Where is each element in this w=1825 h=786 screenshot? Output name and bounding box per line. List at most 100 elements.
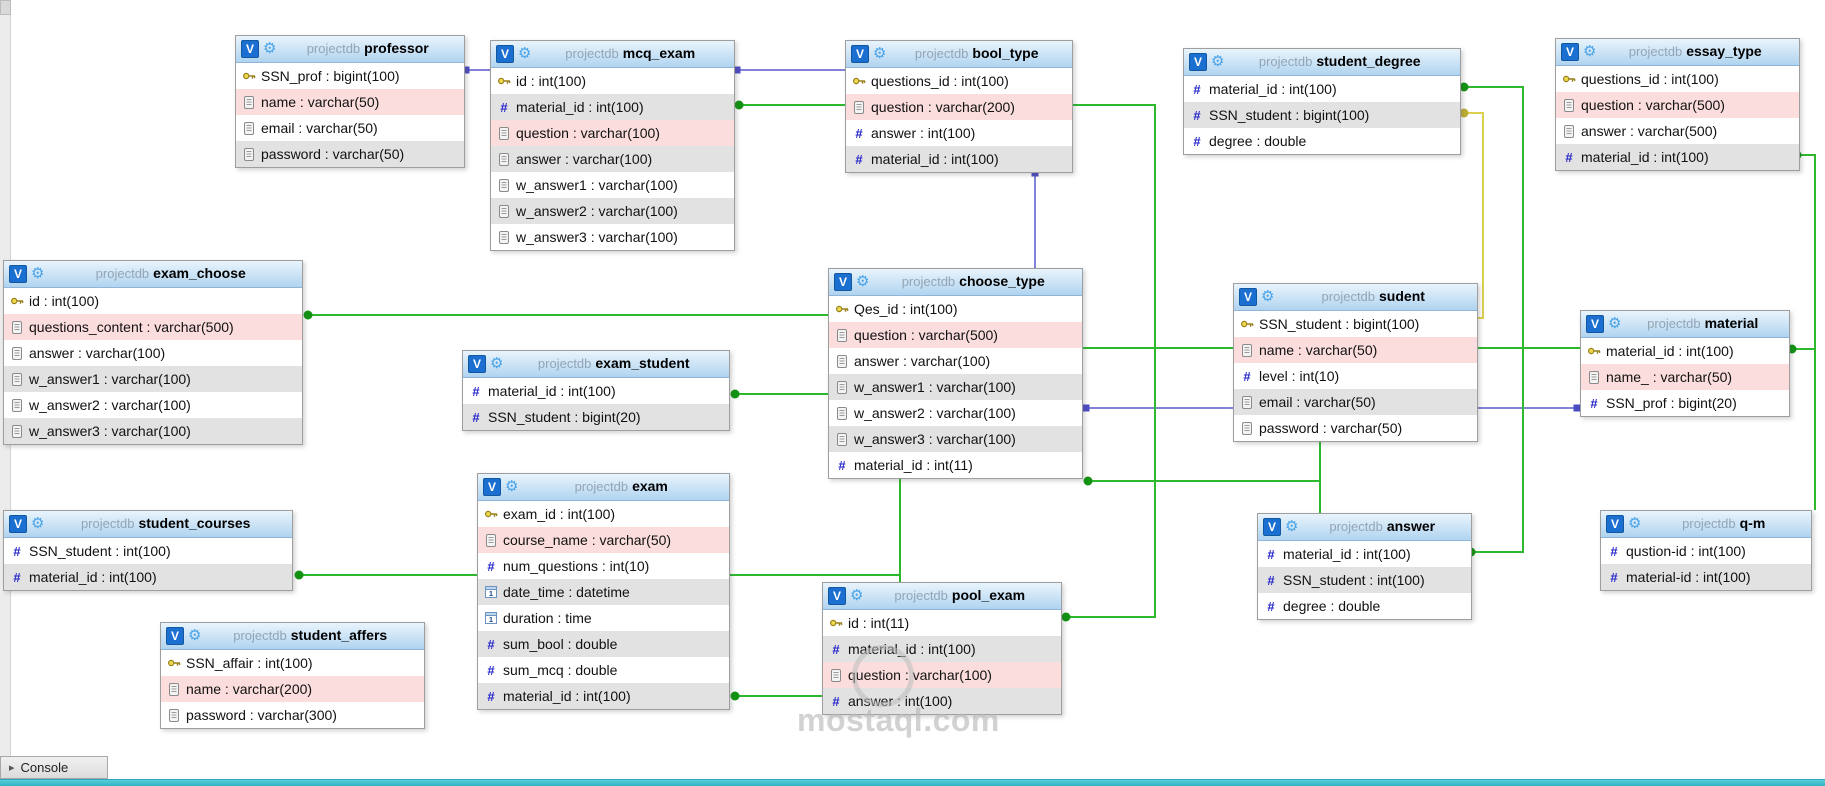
field-row: #material_id : int(100) [1184, 76, 1460, 102]
console-toggle[interactable]: ▸ Console [0, 756, 108, 779]
schema-name: projectdb [80, 516, 135, 531]
table-view-badge-icon: V [828, 587, 846, 605]
gear-icon[interactable]: ⚙ [1285, 518, 1299, 535]
relation-endpoint-dot [294, 570, 304, 580]
gear-icon[interactable]: ⚙ [31, 265, 45, 282]
text-field-icon [1238, 421, 1256, 435]
field-row: answer : varchar(100) [491, 146, 734, 172]
field-row: w_answer3 : varchar(100) [4, 418, 302, 444]
field-definition: name : varchar(50) [1259, 342, 1378, 358]
schema-name: projectdb [537, 356, 592, 371]
field-row: #SSN_student : bigint(100) [1184, 102, 1460, 128]
field-definition: name : varchar(50) [261, 94, 380, 110]
text-field-icon [495, 178, 513, 192]
table-view-badge-icon: V [1606, 515, 1624, 533]
primary-key-icon [833, 302, 851, 316]
field-row: #SSN_student : bigint(20) [463, 404, 729, 430]
field-definition: SSN_student : bigint(100) [1209, 107, 1370, 123]
field-definition: question : varchar(100) [848, 667, 992, 683]
primary-key-icon [1585, 344, 1603, 358]
relation-endpoint-dot [1573, 404, 1581, 412]
table-view-badge-icon: V [1561, 43, 1579, 61]
field-row: w_answer1 : varchar(100) [491, 172, 734, 198]
gear-icon[interactable]: ⚙ [490, 355, 504, 372]
gear-icon[interactable]: ⚙ [1211, 53, 1225, 70]
gear-icon[interactable]: ⚙ [1628, 515, 1642, 532]
gear-icon[interactable]: ⚙ [856, 273, 870, 290]
numeric-field-icon: # [472, 383, 480, 399]
relation-endpoint-dot [1082, 404, 1090, 412]
gear-icon[interactable]: ⚙ [31, 515, 45, 532]
field-definition: exam_id : int(100) [503, 506, 616, 522]
gear-icon[interactable]: ⚙ [873, 45, 887, 62]
table-name: professor [364, 40, 429, 56]
field-row: questions_content : varchar(500) [4, 314, 302, 340]
field-row: course_name : varchar(50) [478, 527, 729, 553]
field-row: w_answer3 : varchar(100) [491, 224, 734, 250]
gear-icon[interactable]: ⚙ [263, 40, 277, 57]
gear-icon[interactable]: ⚙ [1608, 315, 1622, 332]
numeric-field-icon: # [472, 409, 480, 425]
text-field-icon [850, 100, 868, 114]
field-definition: duration : time [503, 610, 592, 626]
table-view-badge-icon: V [1263, 518, 1281, 536]
gear-icon[interactable]: ⚙ [850, 587, 864, 604]
field-definition: material_id : int(100) [1606, 343, 1734, 359]
text-field-icon [8, 398, 26, 412]
schema-name: projectdb [565, 46, 619, 61]
relation-line [1461, 112, 1484, 319]
table-name: exam_student [595, 355, 690, 371]
gear-icon[interactable]: ⚙ [1261, 288, 1275, 305]
gear-icon[interactable]: ⚙ [188, 627, 202, 644]
field-row: w_answer3 : varchar(100) [829, 426, 1082, 452]
text-field-icon [240, 147, 258, 161]
gear-icon[interactable]: ⚙ [505, 478, 519, 495]
gear-icon[interactable]: ⚙ [518, 45, 532, 62]
field-row: #level : int(10) [1234, 363, 1477, 389]
schema-name: projectdb [1321, 289, 1376, 304]
table-name: bool_type [972, 45, 1039, 61]
field-definition: SSN_student : int(100) [29, 543, 171, 559]
console-label: Console [20, 760, 69, 775]
table-view-badge-icon: V [9, 515, 27, 533]
numeric-field-icon: # [487, 558, 495, 574]
gear-icon[interactable]: ⚙ [1583, 43, 1597, 60]
field-row: SSN_affair : int(100) [161, 650, 424, 676]
field-definition: w_answer3 : varchar(100) [516, 229, 678, 245]
field-row: email : varchar(50) [1234, 389, 1477, 415]
